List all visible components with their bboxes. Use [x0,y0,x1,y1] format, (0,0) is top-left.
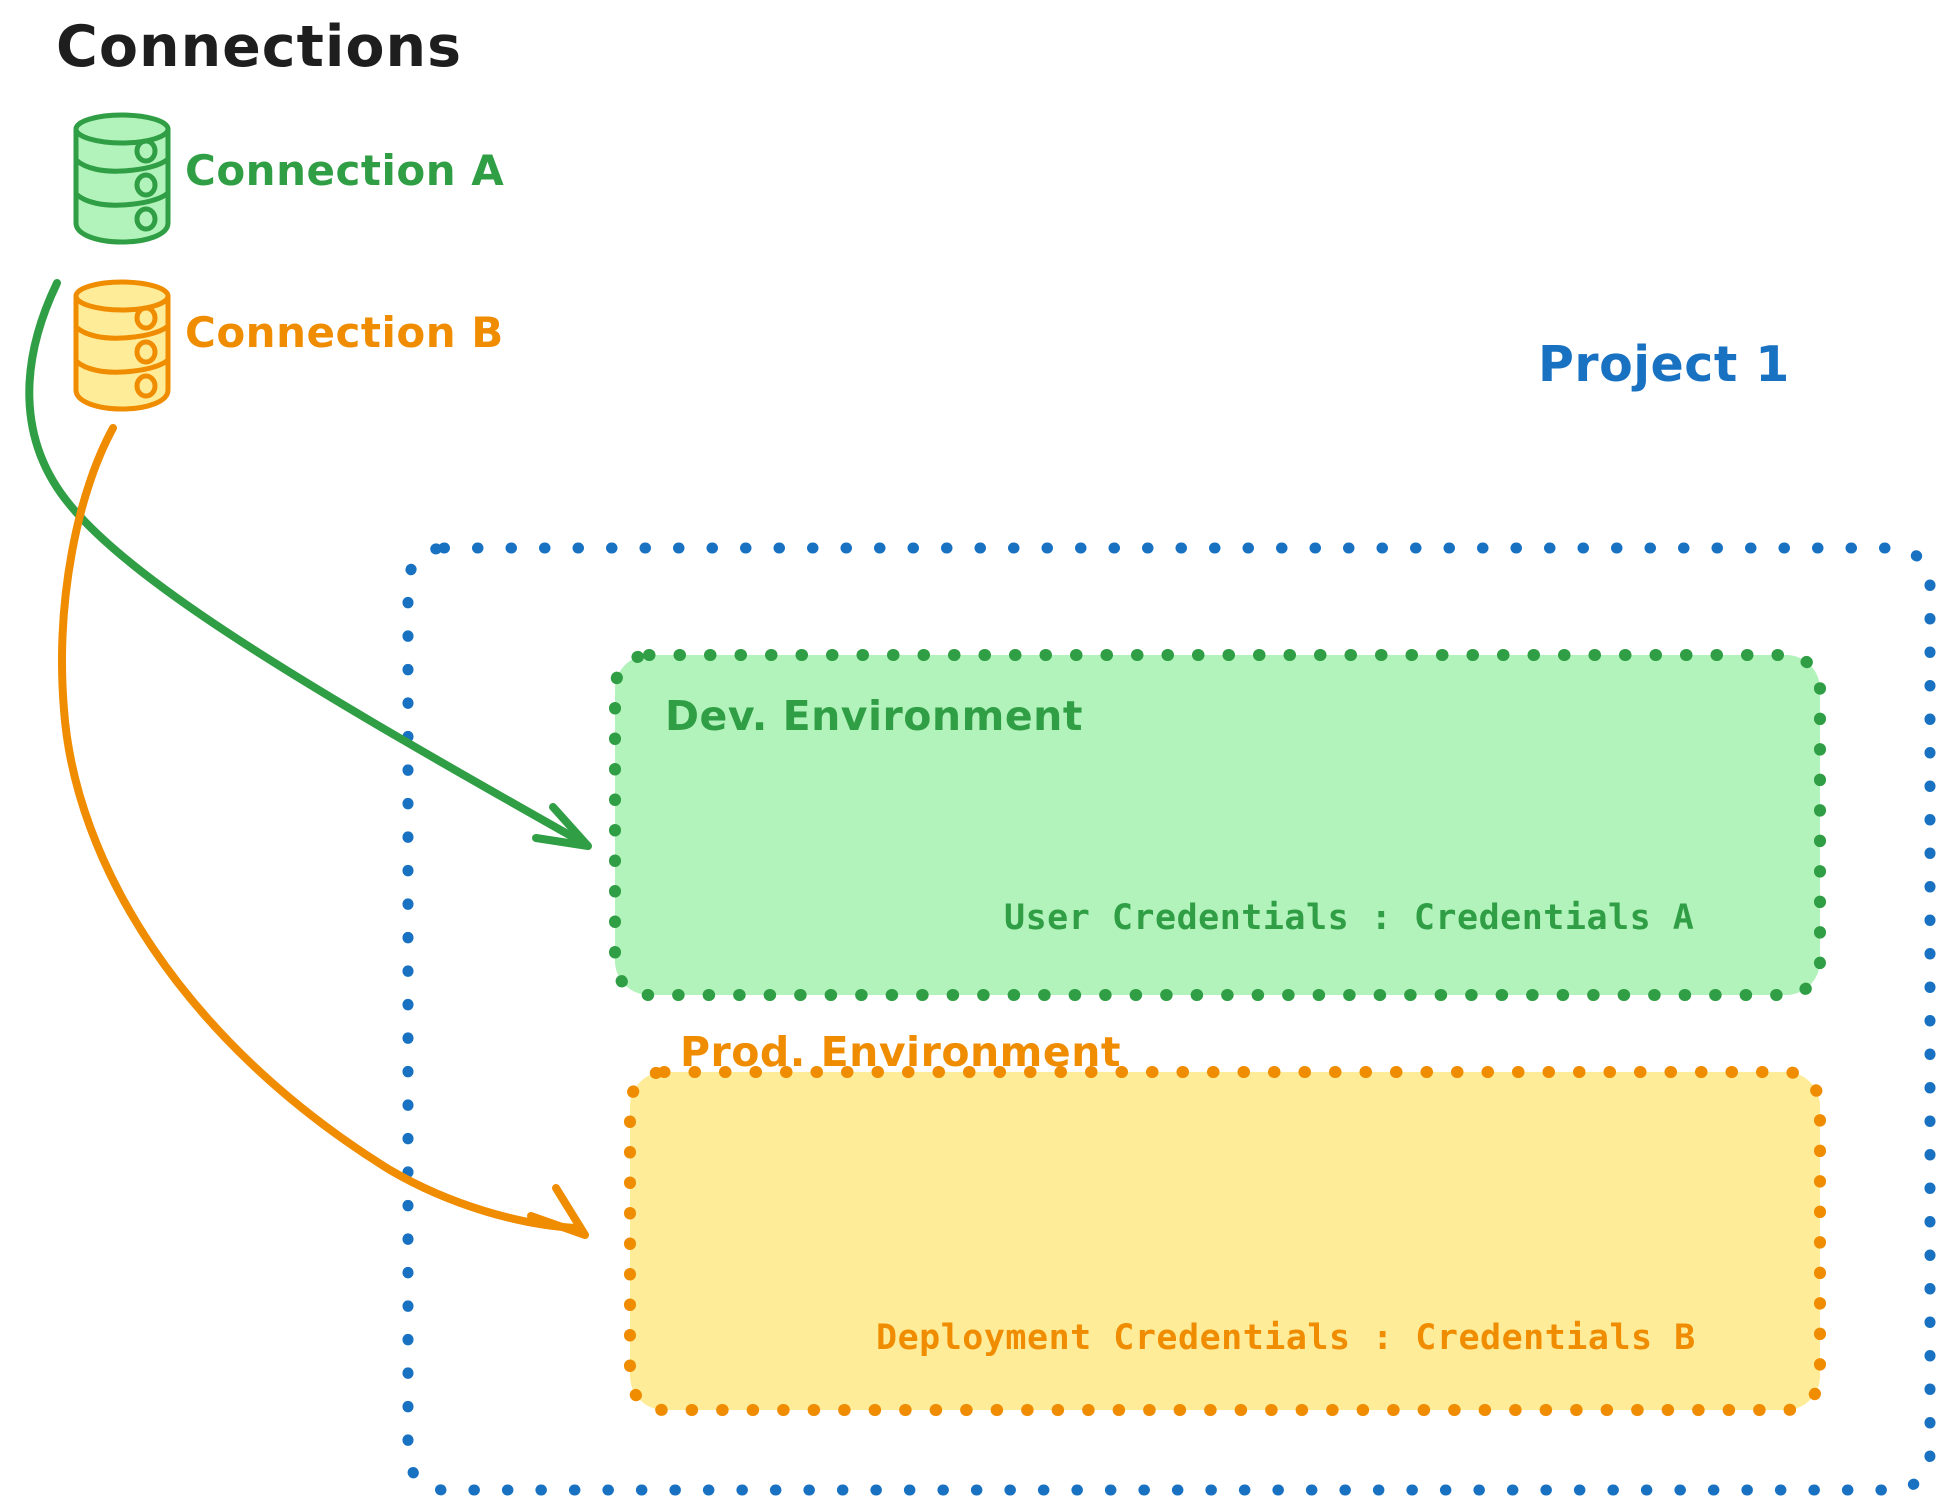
dev-environment-box[interactable] [615,655,1820,995]
prod-environment-credentials: Deployment Credentials : Credentials B [876,1318,1696,1358]
page-title: Connections [56,14,463,80]
dev-environment-credentials: User Credentials : Credentials A [1004,898,1695,938]
arrow-b-path [58,424,579,1232]
prod-environment-border [624,1066,1826,1416]
arrow-a-path [25,279,584,845]
dev-environment-title: Dev. Environment [665,692,1083,740]
connection-b-label[interactable]: Connection B [185,308,504,357]
prod-environment-box[interactable] [630,1072,1820,1410]
database-cylinder-icon[interactable] [60,105,190,250]
database-cylinder-icon[interactable] [60,272,190,417]
project-title: Project 1 [1538,336,1790,393]
project-container-border[interactable] [402,542,1936,1496]
arrow-b-head [527,1184,589,1239]
dev-environment-border [609,649,1826,1001]
prod-environment-title: Prod. Environment [680,1028,1122,1076]
arrow-a-head [532,803,592,850]
arrow-connection-b-to-prod [58,424,589,1239]
connection-a-label[interactable]: Connection A [185,146,505,195]
arrow-connection-a-to-dev [25,279,592,850]
